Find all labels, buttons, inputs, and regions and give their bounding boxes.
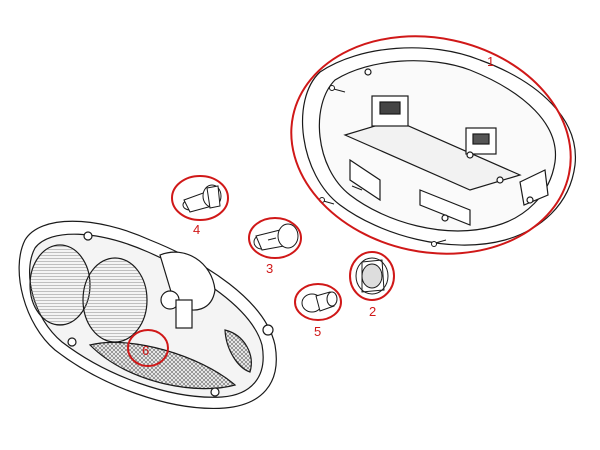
callout-circle-5 — [294, 283, 342, 321]
bulb-3-part — [253, 223, 299, 251]
reflector-part — [18, 220, 277, 409]
socket-2-part — [355, 257, 389, 295]
callout-label-6: 6 — [142, 343, 150, 358]
callout-circle-4 — [171, 175, 229, 221]
callout-circle-2 — [349, 251, 395, 301]
callout-label-3: 3 — [266, 261, 274, 276]
callout-circles — [127, 35, 572, 367]
callout-label-4: 4 — [193, 222, 201, 237]
screws — [319, 85, 447, 247]
callout-label-1: 1 — [487, 54, 495, 69]
bulb-4-part — [182, 184, 222, 213]
callout-label-5: 5 — [314, 324, 322, 339]
housing-part — [301, 47, 576, 246]
callout-circle-6 — [127, 329, 169, 367]
bulb-5-part — [301, 291, 338, 313]
callout-label-2: 2 — [369, 304, 377, 319]
callout-circle-1 — [290, 35, 572, 255]
callout-circle-3 — [248, 217, 302, 259]
